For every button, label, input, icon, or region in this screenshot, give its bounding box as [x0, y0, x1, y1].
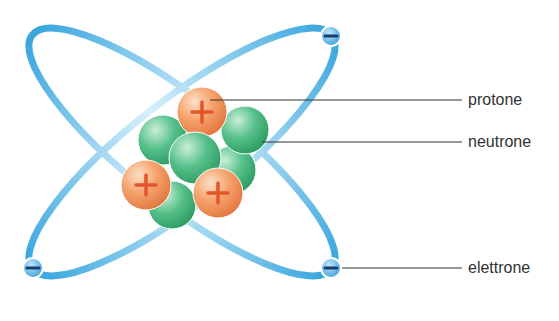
orbit	[0, 0, 363, 310]
plus-sign	[136, 102, 228, 203]
electron	[23, 26, 341, 278]
part-label: neutrone	[468, 132, 531, 152]
part-label: protone	[468, 90, 522, 110]
leader-line	[210, 100, 462, 268]
part-label: elettrone	[468, 258, 530, 278]
orbit	[0, 0, 363, 310]
nucleus	[121, 87, 269, 229]
